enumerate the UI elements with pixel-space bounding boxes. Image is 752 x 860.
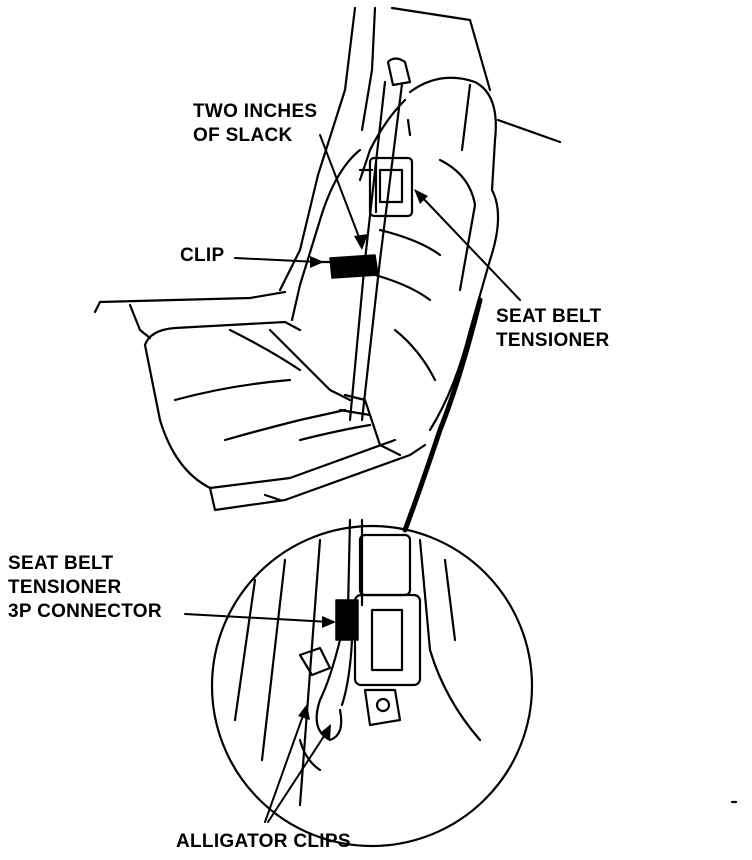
clip-part	[316, 254, 379, 279]
label-two-inches-of-slack: TWO INCHES OF SLACK	[193, 101, 318, 146]
label-alligator-clips: ALLIGATOR CLIPS	[176, 831, 351, 852]
leader-lines	[184, 134, 521, 823]
tensioner-unit	[358, 156, 414, 218]
door-pillar	[93, 6, 562, 340]
connector-detail-view	[210, 518, 534, 848]
seat-cushion	[143, 320, 427, 512]
label-seat-belt-tensioner: SEAT BELT TENSIONER	[496, 306, 610, 351]
seat-back	[290, 76, 500, 432]
tensioner-harness	[402, 297, 483, 533]
label-tensioner-3p-connector: SEAT BELT TENSIONER 3P CONNECTOR	[8, 553, 162, 622]
label-clip: CLIP	[180, 245, 225, 266]
